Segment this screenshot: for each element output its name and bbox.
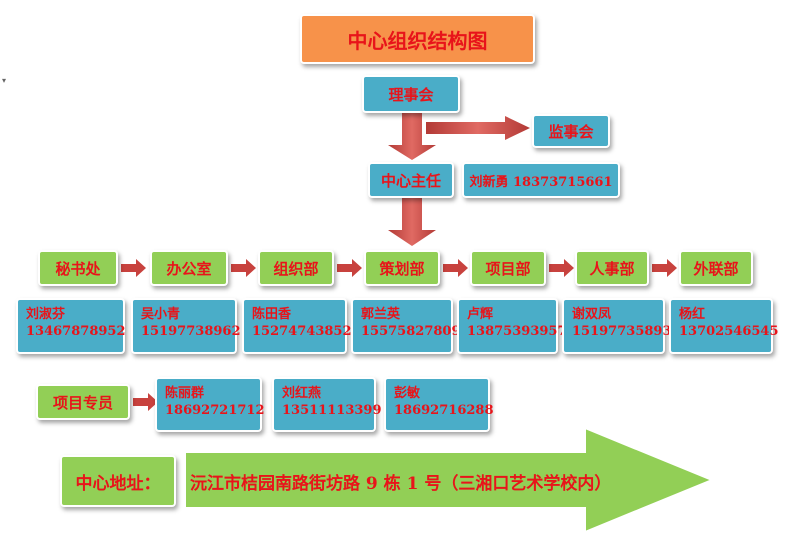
arrow-director-to-departments (388, 196, 436, 246)
dept-arrow-4 (443, 259, 468, 277)
staff-phone: 13511113399 (282, 403, 382, 418)
address-label: 中心地址： (60, 455, 176, 507)
arrow-council-to-supervisors (426, 116, 530, 140)
staff-name: 陈丽群 (165, 386, 205, 401)
contact-projects: 卢辉 13875393957 (457, 298, 567, 354)
staff-name: 彭敏 (394, 386, 421, 401)
director-contact: 刘新勇 18373715661 (462, 162, 620, 198)
chart-title: 中心组织结构图 (300, 14, 535, 64)
project-staff-label: 项目专员 (36, 384, 130, 420)
dept-hr: 人事部 (575, 250, 649, 286)
dept-arrow-6 (652, 259, 677, 277)
contact-name: 卢辉 (467, 307, 494, 322)
staff-name: 刘红燕 (282, 386, 322, 401)
dept-office: 办公室 (150, 250, 228, 286)
contact-secretariat: 刘淑芬 13467878952 (16, 298, 126, 354)
corner-mark: ▾ (2, 76, 7, 85)
staff-arrow (133, 393, 158, 411)
contact-organization: 陈田香 15274743852 (242, 298, 352, 354)
contact-phone: 15197735893 (572, 324, 672, 339)
contact-name: 陈田香 (252, 307, 292, 322)
contact-phone: 13467878952 (26, 324, 126, 339)
contact-name: 杨红 (679, 307, 706, 322)
dept-arrow-3 (337, 259, 362, 277)
contact-phone: 15274743852 (252, 324, 352, 339)
contact-name: 吴小青 (141, 307, 181, 322)
staff-phone: 18692716288 (394, 403, 494, 418)
director-box: 中心主任 (368, 162, 454, 198)
contact-phone: 15197738962 (141, 324, 241, 339)
dept-organization: 组织部 (258, 250, 334, 286)
supervisors-box: 监事会 (532, 114, 610, 148)
dept-secretariat: 秘书处 (38, 250, 118, 286)
address-arrow (184, 426, 715, 534)
project-staff-2: 刘红燕 13511113399 (272, 377, 382, 432)
dept-arrow-2 (231, 259, 256, 277)
council-box: 理事会 (362, 75, 460, 113)
staff-phone: 18692721712 (165, 403, 265, 418)
contact-name: 谢双凤 (572, 307, 612, 322)
dept-planning: 策划部 (364, 250, 440, 286)
contact-phone: 15575827809 (361, 324, 461, 339)
project-staff-1: 陈丽群 18692721712 (155, 377, 265, 432)
arrow-council-to-director (388, 113, 436, 160)
dept-arrow-1 (121, 259, 146, 277)
contact-phone: 13875393957 (467, 324, 567, 339)
dept-projects: 项目部 (470, 250, 546, 286)
contact-planning: 郭兰英 15575827809 (351, 298, 461, 354)
contact-external: 杨红 13702546545 (669, 298, 779, 354)
contact-hr: 谢双凤 15197735893 (562, 298, 672, 354)
department-arrows (121, 259, 677, 411)
contact-name: 刘淑芬 (26, 307, 66, 322)
contact-office: 吴小青 15197738962 (131, 298, 241, 354)
contact-name: 郭兰英 (361, 307, 401, 322)
dept-external: 外联部 (679, 250, 753, 286)
project-staff-3: 彭敏 18692716288 (384, 377, 494, 432)
dept-arrow-5 (549, 259, 574, 277)
contact-phone: 13702546545 (679, 324, 779, 339)
address-text: 沅江市桔园南路街坊路 9 栋 1 号（三湘口艺术学校内） (190, 473, 612, 494)
